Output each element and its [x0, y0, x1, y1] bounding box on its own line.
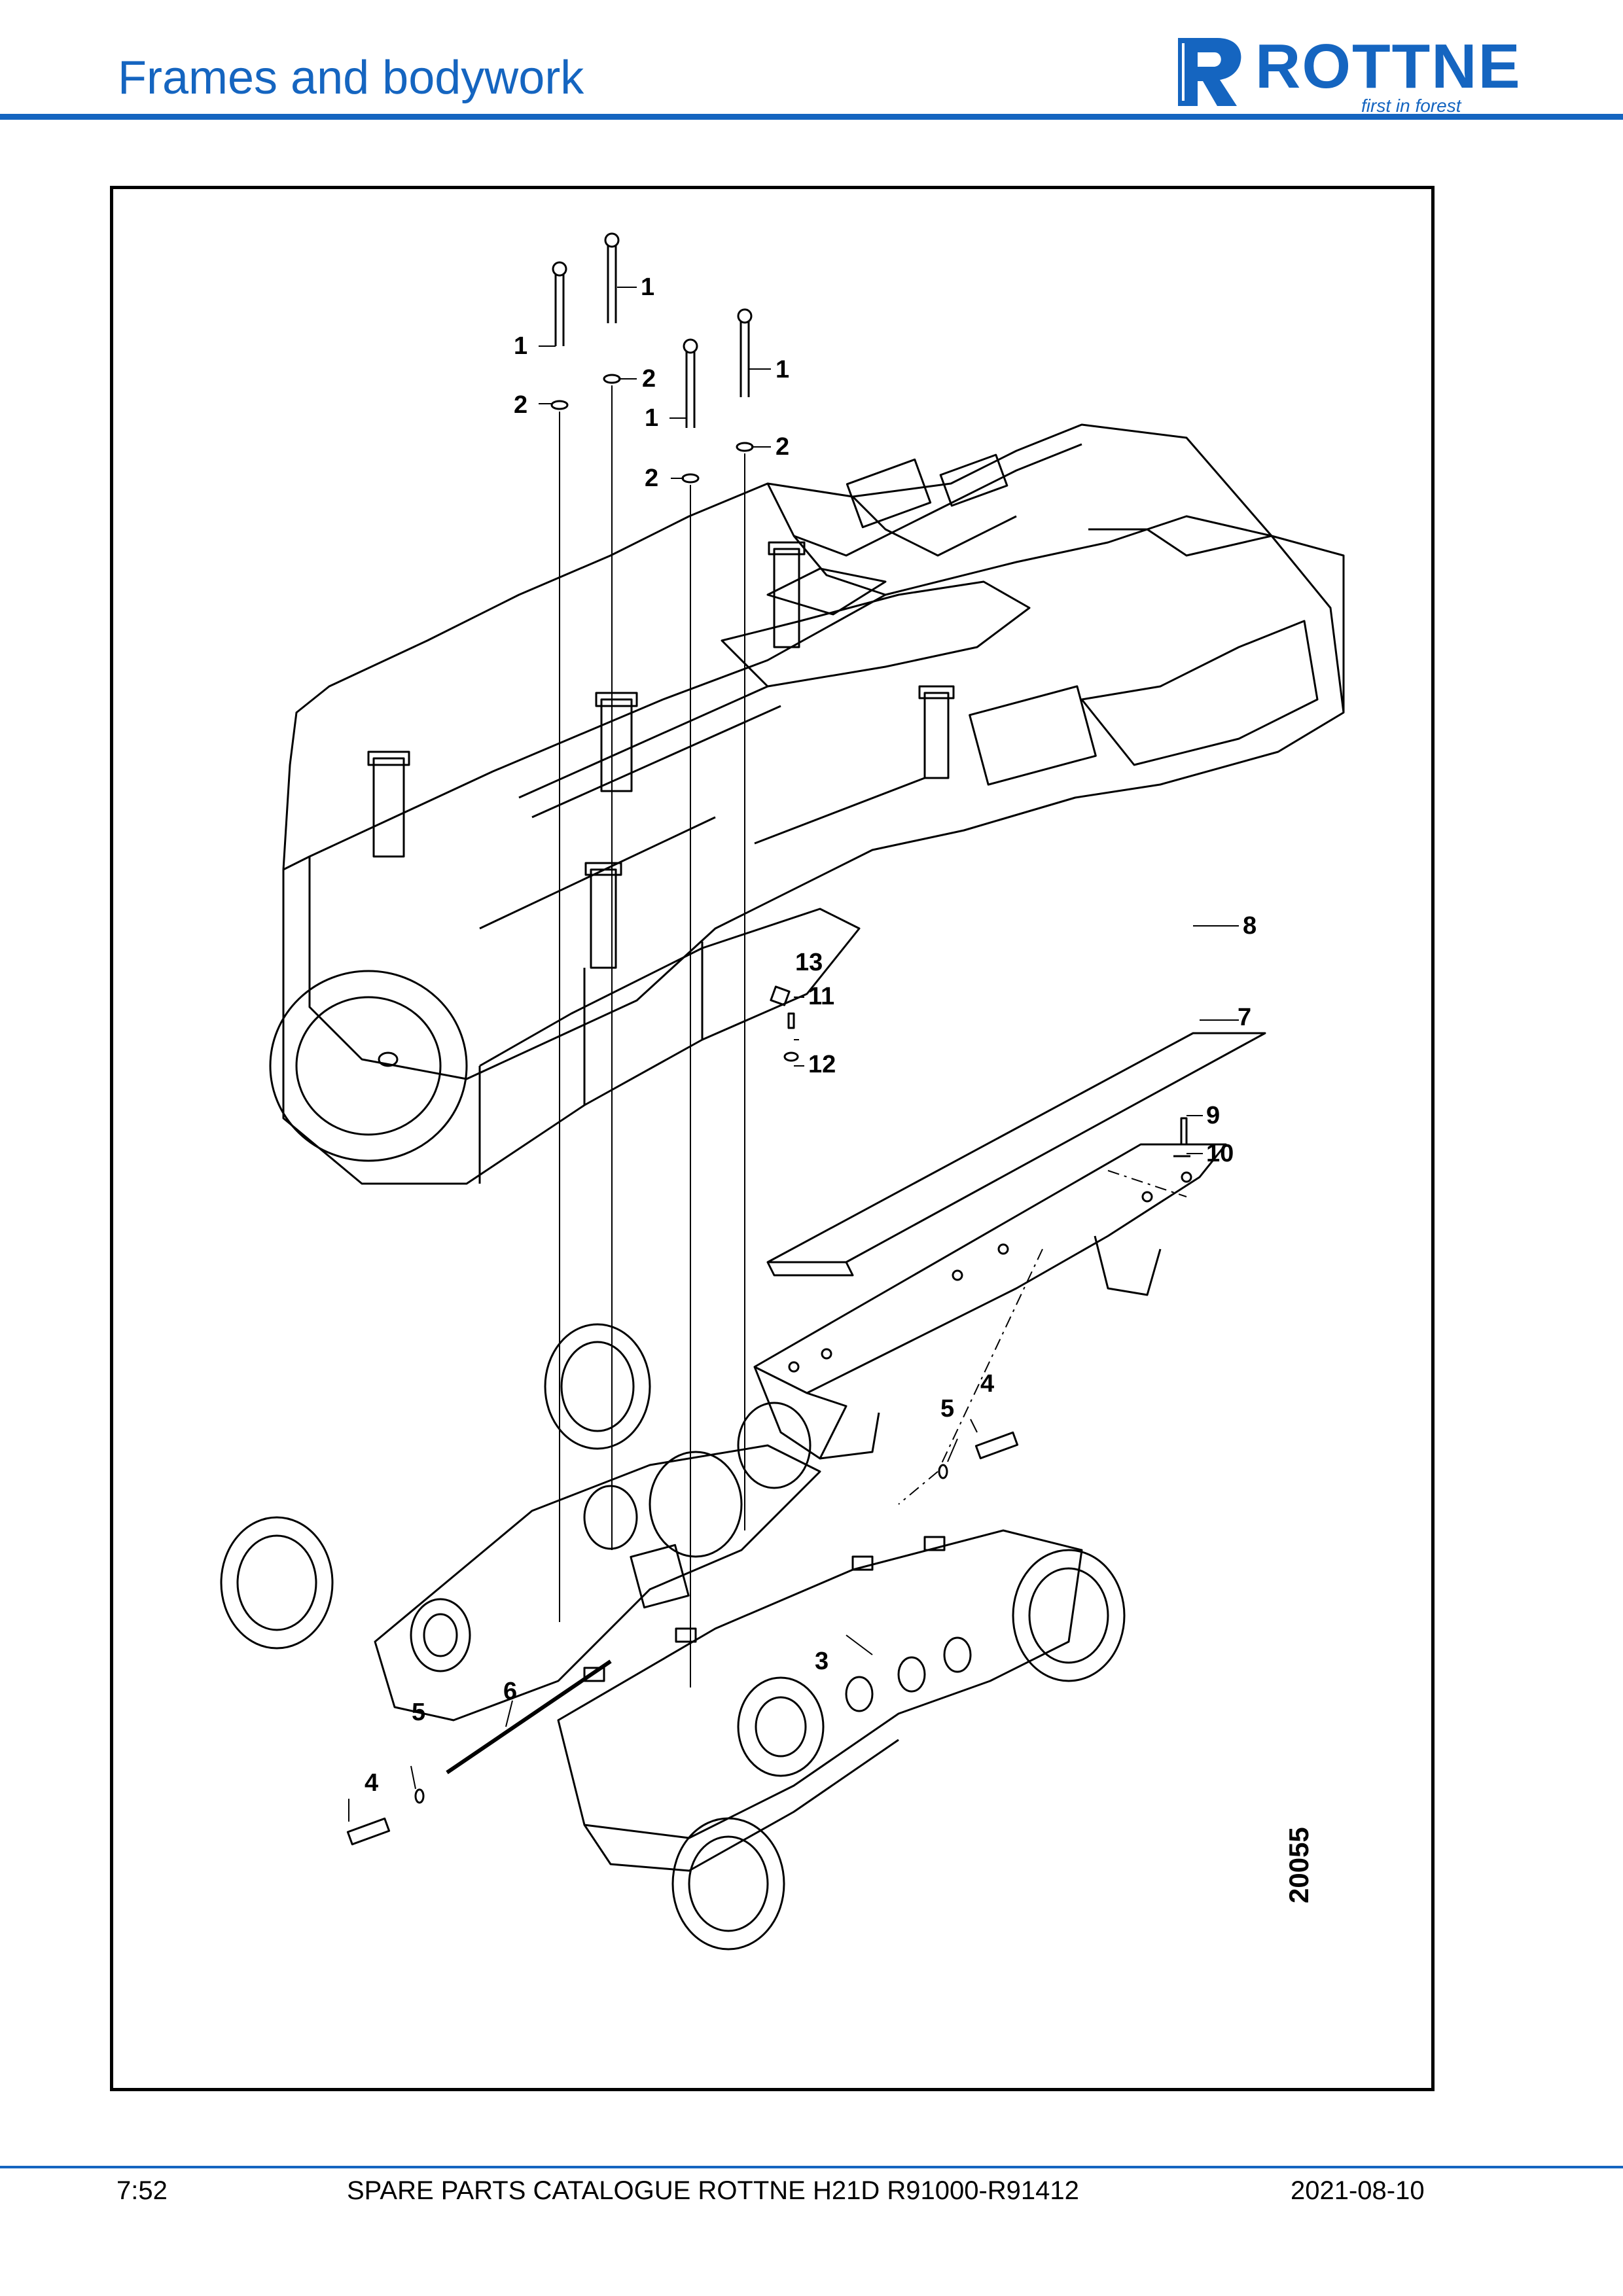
callout-7: 7: [1238, 1004, 1251, 1031]
callout-12: 12: [808, 1051, 836, 1078]
callout-5a: 5: [940, 1395, 954, 1422]
page-title: Frames and bodywork: [118, 52, 584, 104]
figure-number: 20055: [1283, 1827, 1314, 1903]
callout-11: 11: [808, 983, 834, 1010]
callout-3: 3: [815, 1648, 829, 1675]
callout-10: 10: [1206, 1140, 1234, 1167]
exploded-drawing: 1 1 1 1 2 2 2 2 3 4 4 5 5 6 7 8 9 10 11 …: [220, 232, 1345, 1951]
callout-8: 8: [1243, 912, 1257, 940]
callout-5b: 5: [412, 1699, 425, 1726]
page-number: 7:52: [116, 2176, 168, 2205]
callout-9: 9: [1206, 1102, 1220, 1129]
callout-2b: 2: [642, 365, 656, 393]
callout-4b: 4: [365, 1769, 378, 1797]
callout-2a: 2: [514, 391, 527, 419]
callout-1a: 1: [514, 332, 527, 360]
callout-1c: 1: [645, 404, 658, 432]
rottne-logo-mark-icon: [1178, 38, 1241, 106]
callout-4a: 4: [980, 1370, 994, 1398]
bolt-group: [552, 232, 753, 428]
callout-6: 6: [503, 1678, 517, 1705]
callout-2c: 2: [645, 465, 658, 492]
catalogue-title: SPARE PARTS CATALOGUE ROTTNE H21D R91000…: [347, 2176, 1079, 2205]
callout-1d: 1: [776, 356, 789, 383]
header-divider: [0, 114, 1623, 120]
logo-wordmark: ROTTNE: [1255, 31, 1522, 101]
exploded-view-figure: 1 1 1 1 2 2 2 2 3 4 4 5 5 6 7 8 9 10 11 …: [110, 186, 1435, 2091]
publication-date: 2021-08-10: [1291, 2176, 1425, 2205]
callout-1b: 1: [641, 274, 654, 301]
footer-divider: [0, 2166, 1623, 2168]
logo-tagline: first in forest: [1361, 96, 1461, 116]
callout-13: 13: [795, 949, 823, 976]
callout-2d: 2: [776, 433, 789, 461]
rottne-logo: ROTTNE first in forest: [1171, 33, 1520, 115]
